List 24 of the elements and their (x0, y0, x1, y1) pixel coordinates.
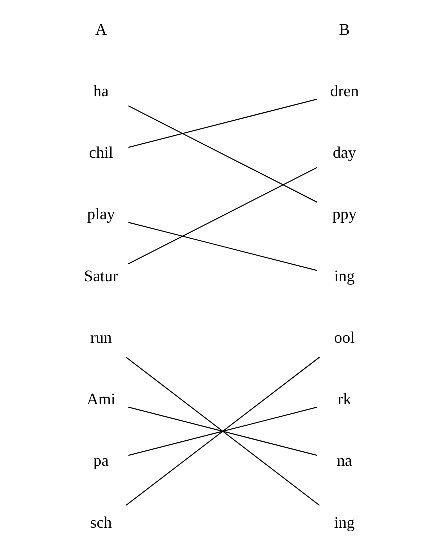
label: A (95, 22, 108, 39)
node-text: sch (90, 514, 112, 532)
node-text: pa (94, 453, 109, 470)
connector (128, 406, 318, 456)
connector (128, 98, 318, 148)
node-text: rk (338, 392, 352, 409)
node-text: Ami (86, 392, 116, 409)
node-text: ppy (332, 206, 357, 224)
connector (126, 357, 320, 506)
node-text: na (337, 453, 352, 470)
node-text: run (90, 330, 112, 347)
node-text: dren (330, 84, 360, 101)
node-text: day (333, 145, 356, 162)
node-text: chil (89, 145, 114, 162)
node-text: ing (334, 514, 356, 532)
node-text: play (87, 206, 116, 224)
label: B (339, 22, 350, 39)
node-text: ing (334, 268, 356, 286)
connector (128, 222, 318, 272)
node-text: Satur (84, 268, 118, 286)
node-text: ool (334, 330, 356, 347)
connector (128, 167, 318, 265)
connector (128, 106, 318, 203)
node-text: ha (94, 84, 109, 101)
